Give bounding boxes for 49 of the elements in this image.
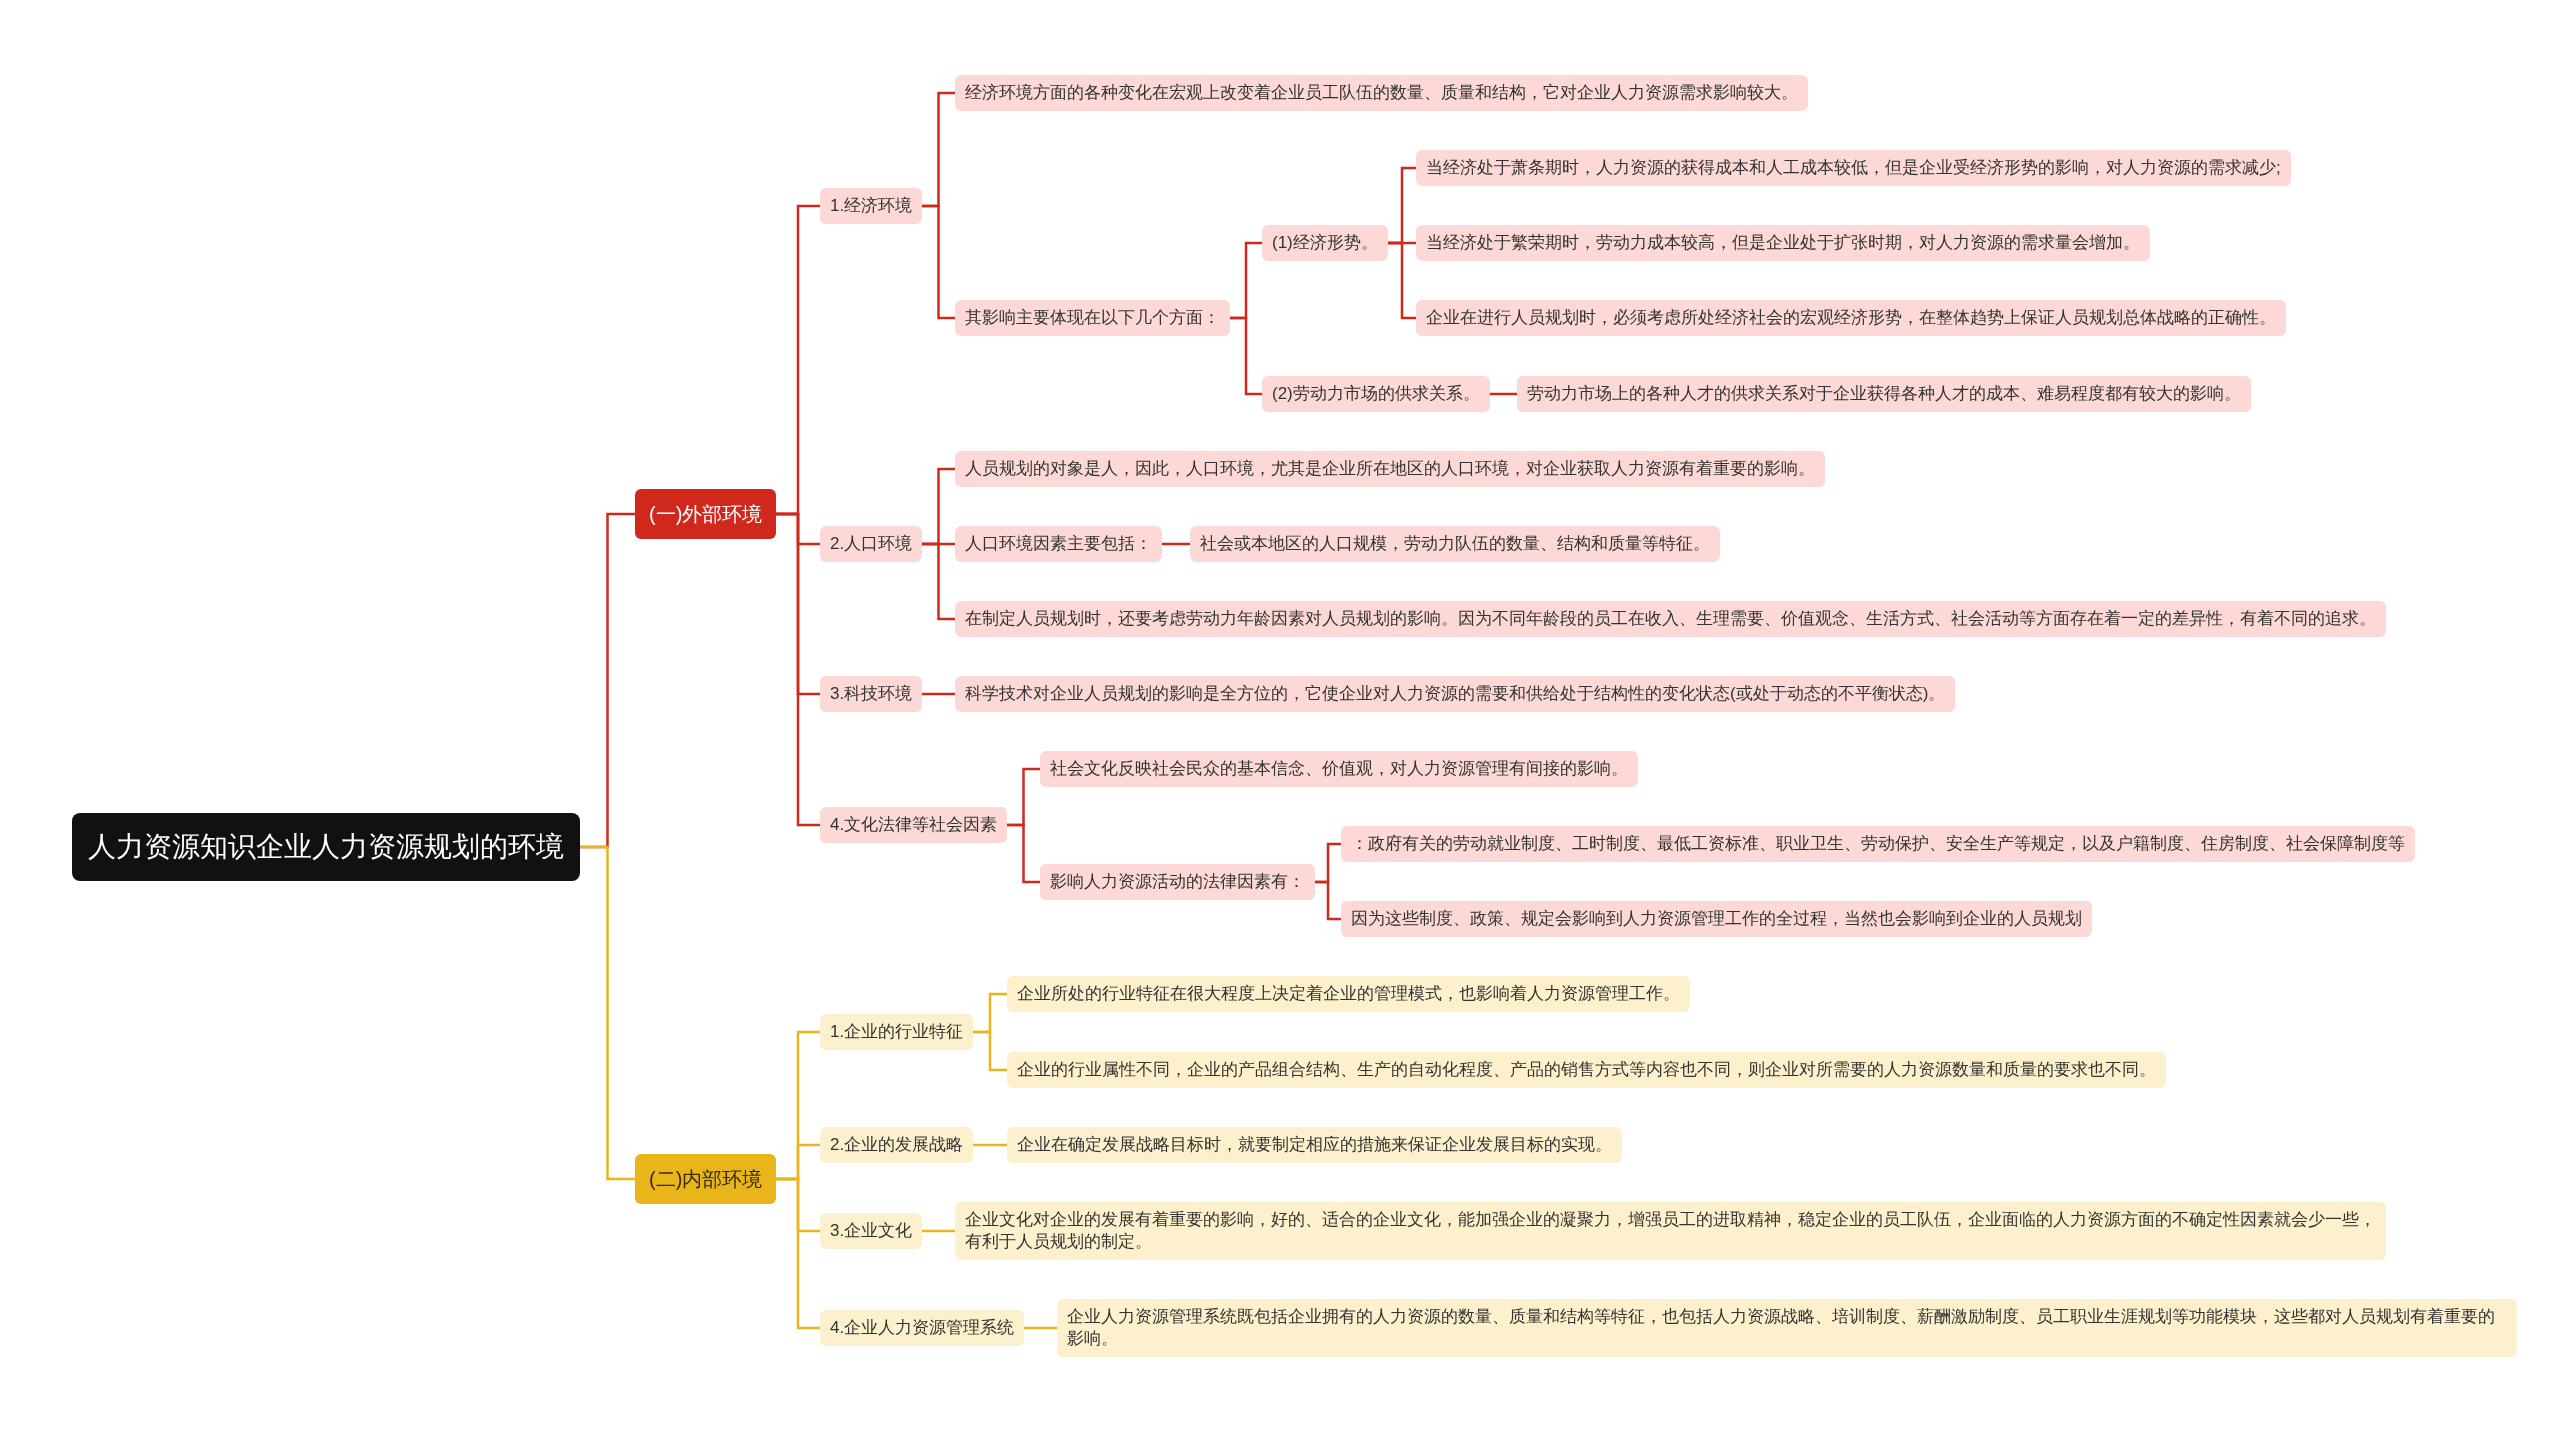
topic-node: ：政府有关的劳动就业制度、工时制度、最低工资标准、职业卫生、劳动保护、安全生产等规定，以及户籍制度、住房制度、社会保障制度等 [1341,826,2415,862]
topic-node: 3.科技环境 [820,676,923,712]
connector-line [776,512,820,827]
topic-node: 1.企业的行业特征 [820,1014,974,1050]
topic-node: 社会或本地区的人口规模，劳动力队伍的数量、结构和质量等特征。 [1190,526,1720,562]
connector-line [776,1177,820,1330]
topic-node: 企业在确定发展战略目标时，就要制定相应的措施来保证企业发展目标的实现。 [1007,1127,1622,1163]
topic-node: 1.经济环境 [820,188,923,224]
connector-line [1230,316,1262,396]
branch-topic: (一)外部环境 [635,489,777,539]
connector-line [580,845,635,1181]
topic-node: 影响人力资源活动的法律因素有： [1040,864,1315,900]
connector-line [1315,880,1341,921]
connector-line [973,1143,1007,1147]
connector-line [1024,1326,1057,1330]
connector-line [1162,542,1190,546]
topic-node: (1)经济形势。 [1262,225,1388,261]
root-topic: 人力资源知识企业人力资源规划的环境 [72,813,580,881]
topic-node: 人口环境因素主要包括： [955,526,1162,562]
topic-node: 因为这些制度、政策、规定会影响到人力资源管理工作的全过程，当然也会影响到企业的人员规划 [1341,901,2092,937]
topic-node: 企业所处的行业特征在很大程度上决定着企业的管理模式，也影响着人力资源管理工作。 [1007,976,1690,1012]
topic-node: 其影响主要体现在以下几个方面： [955,300,1230,336]
connector-line [1388,241,1416,320]
topic-node: 2.人口环境 [820,526,923,562]
topic-node: 企业在进行人员规划时，必须考虑所处经济社会的宏观经济形势，在整体趋势上保证人员规划总体战略的正确性。 [1416,300,2286,336]
connector-line [1490,392,1517,396]
connector-line [922,1229,955,1233]
topic-node: (2)劳动力市场的供求关系。 [1262,376,1490,412]
topic-node: 经济环境方面的各种变化在宏观上改变着企业员工队伍的数量、质量和结构，它对企业人力资源需求影响较大。 [955,75,1808,111]
topic-node: 4.企业人力资源管理系统 [820,1310,1025,1346]
topic-node: 社会文化反映社会民众的基本信念、价值观，对人力资源管理有间接的影响。 [1040,751,1638,787]
topic-node: 当经济处于萧条期时，人力资源的获得成本和人工成本较低，但是企业受经济形势的影响，对人力资源的需求减少; [1416,150,2291,186]
topic-node: 在制定人员规划时，还要考虑劳动力年龄因素对人员规划的影响。因为不同年龄段的员工在收入、生理需要、价值观念、生活方式、社会活动等方面存在着一定的差异性，有着不同的追求。 [955,601,2386,637]
topic-node: 企业的行业属性不同，企业的产品组合结构、生产的自动化程度、产品的销售方式等内容也不同，则企业对所需要的人力资源数量和质量的要求也不同。 [1007,1052,2166,1088]
connector-line [1007,823,1040,884]
topic-node: 企业人力资源管理系统既包括企业拥有的人力资源的数量、质量和结构等特征，也包括人力资源战略、培训制度、薪酬激励制度、员工职业生涯规划等功能模块，这些都对人员规划有着重要的影响。 [1057,1299,2517,1357]
topic-node: 3.企业文化 [820,1213,923,1249]
topic-node: 劳动力市场上的各种人才的供求关系对于企业获得各种人才的成本、难易程度都有较大的影响。 [1517,376,2251,412]
topic-node: 人员规划的对象是人，因此，人口环境，尤其是企业所在地区的人口环境，对企业获取人力资源有着重要的影响。 [955,451,1825,487]
topic-node: 科学技术对企业人员规划的影响是全方位的，它使企业对人力资源的需要和供给处于结构性的变化状态(或处于动态的不平衡状态)。 [955,676,1956,712]
topic-node: 2.企业的发展战略 [820,1127,974,1163]
connector-line [922,542,955,621]
topic-node: 企业文化对企业的发展有着重要的影响，好的、适合的企业文化，能加强企业的凝聚力，增强员工的进取精神，稳定企业的员工队伍，企业面临的人力资源方面的不确定性因素就会少一些，有利于人员规划的制定。 [955,1202,2386,1260]
connector-line [973,1030,1007,1072]
topic-node: 4.文化法律等社会因素 [820,807,1008,843]
branch-topic: (二)内部环境 [635,1154,777,1204]
connector-line [922,692,955,696]
topic-node: 当经济处于繁荣期时，劳动力成本较高，但是企业处于扩张时期，对人力资源的需求量会增加。 [1416,225,2150,261]
connector-line [922,204,955,320]
